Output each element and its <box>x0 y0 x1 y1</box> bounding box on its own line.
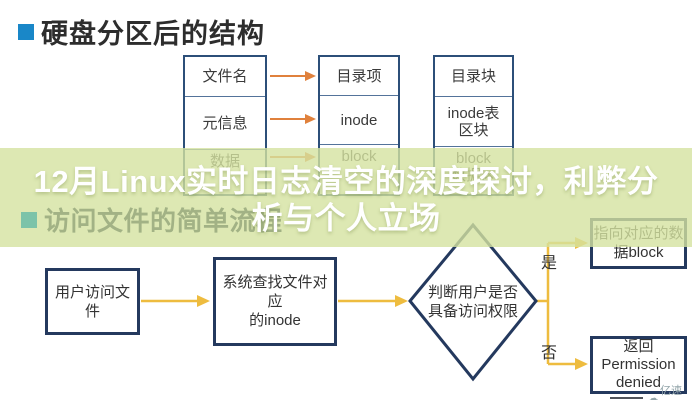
section2-heading: 访问文件的简单流程 <box>21 201 283 238</box>
flow-result-permission-denied: 返回 Permission denied <box>590 336 687 394</box>
branch-yes-label: 是 <box>541 255 558 272</box>
decision-diamond-shape <box>408 222 538 382</box>
section1-title: 硬盘分区后的结构 <box>41 19 265 49</box>
cell-dirblock: 目录块 <box>450 68 496 85</box>
cell-metainfo: 元信息 <box>185 96 265 149</box>
decision-diamond-label: 判断用户是否 具备访问权限 <box>427 284 518 320</box>
branch-no-label: 否 <box>541 345 558 362</box>
teal-square-bullet-icon <box>21 211 37 228</box>
banner-title-line2: 析与个人立场 <box>251 201 441 236</box>
cell-inode: inode <box>320 95 398 144</box>
cell-direntry: 目录项 <box>336 67 382 85</box>
title-banner-overlay <box>0 148 692 247</box>
cell-filename: 文件名 <box>202 68 248 85</box>
cell-inode-table-block: inode表 区块 <box>435 96 512 146</box>
watermark-dash <box>610 397 643 399</box>
flow-step-user-access: 用户访问文件 <box>45 268 140 335</box>
section2-title: 访问文件的简单流程 <box>44 206 283 236</box>
banner-title-line1: 12月Linux实时日志清空的深度探讨，利弊分 <box>33 164 659 199</box>
watermark: ☁ 亿速云 <box>610 382 692 400</box>
cloud-icon: ☁ <box>646 391 659 400</box>
watermark-text: 亿速云 <box>659 385 682 397</box>
blue-square-bullet-icon <box>18 23 34 40</box>
section1-heading: 硬盘分区后的结构 <box>18 12 265 51</box>
flow-step-find-inode: 系统查找文件对应 的inode <box>213 257 337 346</box>
